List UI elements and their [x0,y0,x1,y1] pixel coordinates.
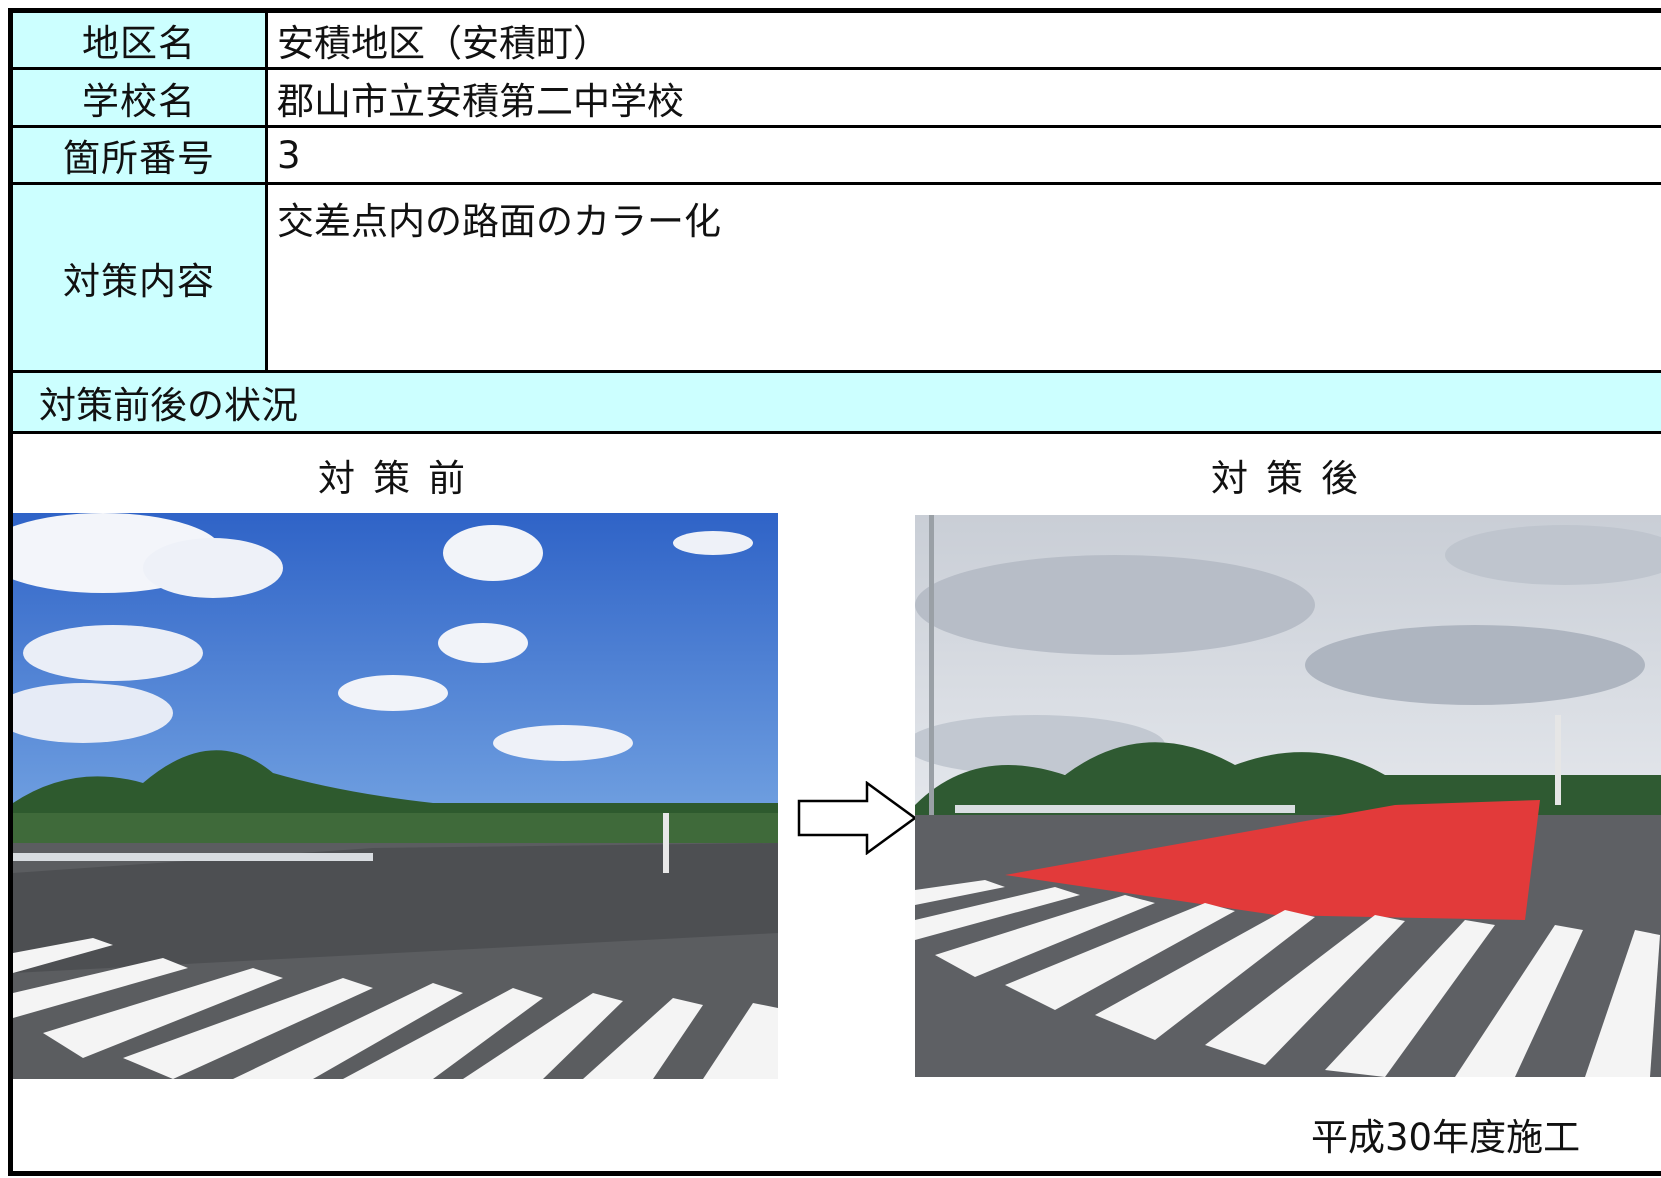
row-school: 学校名 郡山市立安積第二中学校 [13,70,1661,128]
after-caption: 対策後 [1211,457,1376,500]
measure-value: 交差点内の路面のカラー化 [277,200,721,243]
after-photo-image [915,515,1661,1077]
construction-note: 平成30年度施工 [1311,1116,1581,1159]
district-value: 安積地区（安積町） [277,22,610,65]
measure-label: 対策内容 [13,185,268,370]
after-photo [915,515,1661,1077]
before-photo-image [13,513,778,1079]
before-photo [13,513,778,1079]
district-label: 地区名 [13,13,268,67]
location-label: 箇所番号 [13,128,268,182]
row-measure: 対策内容 交差点内の路面のカラー化 [13,185,1661,373]
before-caption: 対策前 [318,457,483,500]
right-arrow-icon [797,780,918,856]
row-location: 箇所番号 3 [13,128,1661,185]
form-frame: 地区名 安積地区（安積町） 学校名 郡山市立安積第二中学校 箇所番号 3 対策内… [8,8,1661,1176]
school-label: 学校名 [13,70,268,125]
status-heading: 対策前後の状況 [13,373,1661,434]
row-district: 地区名 安積地区（安積町） [13,13,1661,70]
location-value: 3 [277,133,301,177]
school-value: 郡山市立安積第二中学校 [277,79,684,123]
